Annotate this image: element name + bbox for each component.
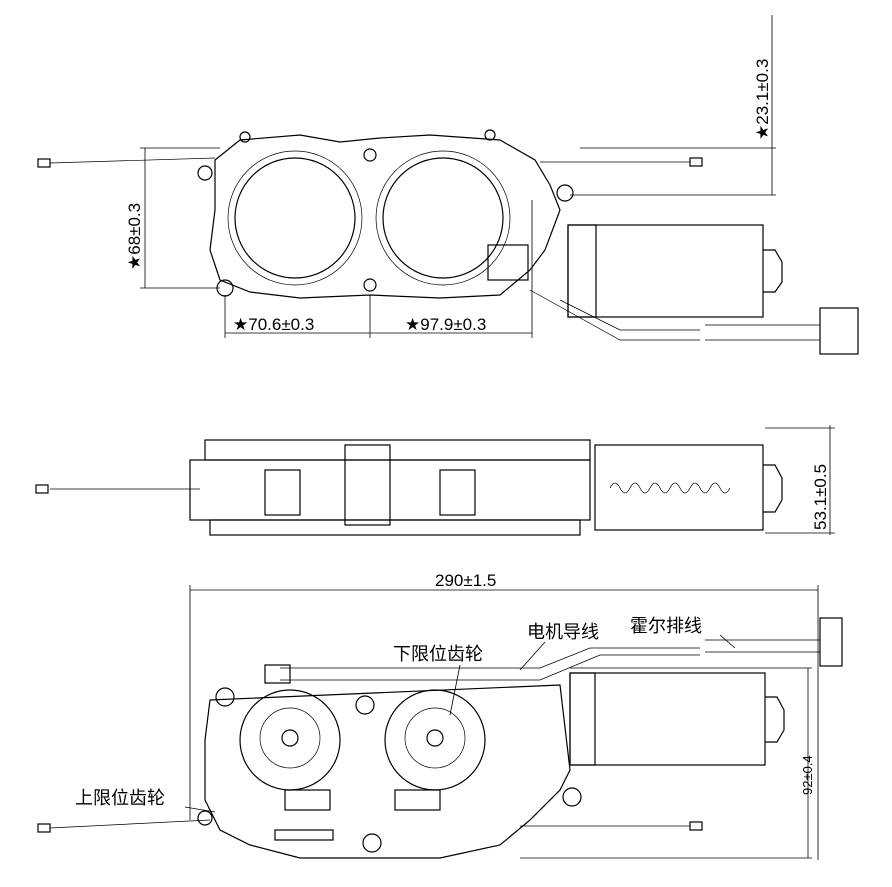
screw-hole: [363, 148, 377, 162]
bottom-plate: [209, 519, 581, 536]
upper-limit-gear-chamber: [239, 689, 341, 791]
motor-wire-coil: [609, 482, 731, 494]
mount-hole: [562, 787, 582, 807]
right-gear-stack: [439, 469, 476, 516]
label-upper-limit-gear: 上限位齿轮: [75, 788, 165, 809]
motor-flange: [569, 672, 596, 766]
gearbox-housing: [209, 134, 561, 299]
leader-line: [184, 806, 216, 813]
screw: [239, 131, 251, 143]
motor-body: [569, 672, 766, 766]
connector-block: [487, 244, 529, 281]
dim-height: 92±0.4: [800, 755, 815, 795]
limit-switch: [394, 789, 441, 811]
hall-connector: [819, 617, 843, 667]
left-wire: [49, 819, 211, 829]
lower-limit-gear: [404, 707, 466, 769]
wire-connector: [819, 307, 859, 355]
mount-hole: [556, 184, 574, 202]
label-motor-wire: 电机导线: [527, 622, 599, 643]
right-chamber-outline: [375, 150, 511, 286]
dim-height-left: ★68±0.3: [125, 203, 144, 270]
motor-flange: [567, 224, 597, 318]
motor-body: [567, 224, 764, 318]
gear-hub: [281, 729, 299, 747]
left-wire-terminal: [35, 484, 49, 494]
motor-end-cap: [765, 696, 785, 743]
mount-hole: [197, 810, 213, 826]
mount-hole: [355, 695, 375, 715]
top-view: ★23.1±0.3 ★68±0.3 ★70.6±0.3 ★97.9±0.3: [37, 15, 859, 355]
lower-limit-gear-chamber: [384, 689, 486, 791]
mount-hole: [362, 833, 382, 853]
mount-hole: [197, 165, 213, 181]
motor-end-cap: [763, 464, 783, 513]
left-gear-chamber: [234, 157, 356, 279]
leader-line: [449, 664, 461, 716]
dim-thickness: 53.1±0.5: [811, 464, 830, 530]
top-cover: [204, 439, 591, 461]
left-wire-terminal: [37, 158, 51, 168]
right-gear-chamber: [382, 157, 504, 279]
center-shaft: [344, 444, 391, 526]
dim-left-span: ★70.6±0.3: [233, 315, 314, 334]
hall-wire: [705, 324, 820, 341]
screw: [484, 129, 496, 141]
hall-cable: [705, 639, 820, 653]
left-wire-terminal: [37, 823, 51, 833]
limit-switch: [284, 789, 331, 811]
leader-line: [719, 634, 736, 649]
motor-wire: [280, 647, 700, 681]
left-chamber-outline: [227, 150, 363, 286]
leader-line: [519, 641, 546, 671]
screw-hole: [363, 278, 377, 292]
left-gear-stack: [264, 469, 301, 516]
motor-connector: [264, 664, 291, 684]
right-wire-terminal: [689, 157, 703, 167]
left-wire: [49, 157, 216, 164]
dim-height-right: ★23.1±0.3: [753, 59, 772, 140]
motor-wire: [529, 289, 700, 341]
gearbox-housing: [204, 684, 571, 859]
mount-hole: [215, 687, 235, 707]
label-lower-limit-gear: 下限位齿轮: [393, 644, 483, 665]
motor-body: [594, 444, 764, 531]
dim-right-span: ★97.9±0.3: [405, 315, 486, 334]
dim-total-length: 290±1.5: [435, 571, 496, 590]
right-wire-terminal: [689, 821, 703, 831]
label-hall-cable: 霍尔排线: [630, 616, 702, 637]
gear-hub: [426, 729, 444, 747]
side-view: 53.1±0.5: [35, 425, 835, 536]
motor-end-cap: [763, 249, 783, 293]
bottom-view: 290±1.5 92±0.4 电机导线 霍尔排线 下限位齿: [37, 571, 843, 860]
part-marking: [274, 829, 334, 841]
upper-limit-gear: [259, 707, 321, 769]
